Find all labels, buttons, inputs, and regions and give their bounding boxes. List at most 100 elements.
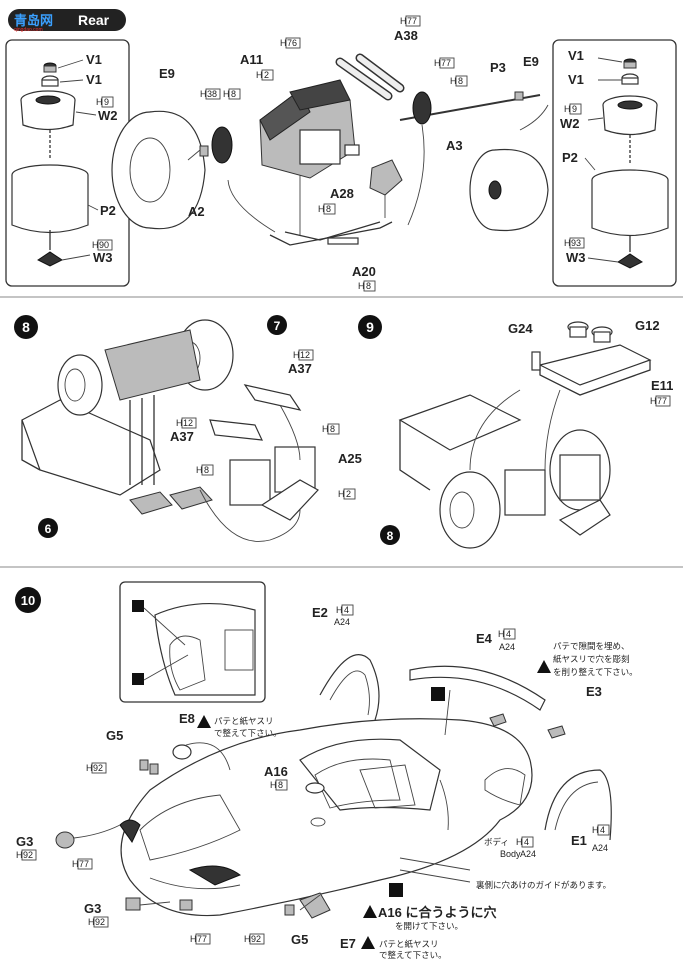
g5-part-bottom: [284, 904, 295, 916]
label-e8: E8: [179, 711, 195, 726]
h-prefix-e4: H: [498, 629, 505, 639]
headlight-left: [119, 819, 141, 843]
radiator-left: [229, 459, 271, 506]
brand-logo: 青岛网: [14, 13, 53, 29]
drill-icon: [431, 687, 445, 701]
a37-strut-upper: [243, 384, 302, 411]
label-body-jp: ボディ: [484, 837, 509, 848]
h-prefix-a2-1: H: [200, 89, 207, 99]
radiator-left: [504, 469, 546, 516]
code-a25-1: 8: [330, 424, 335, 434]
code-a11: 2: [264, 70, 269, 80]
label-e1: E1: [571, 833, 587, 848]
h-prefix-a3-2: H: [450, 76, 457, 86]
code-a2-1: 38: [207, 89, 217, 99]
step-number: 8: [22, 319, 30, 335]
h-prefix-a38: H: [400, 16, 407, 26]
ref-badge-7: [267, 315, 287, 335]
label-p3: P3: [490, 60, 506, 75]
code-e11: 77: [657, 396, 667, 406]
label-g5-top: G5: [106, 728, 123, 743]
label-v1a-left: V1: [86, 52, 102, 67]
label-w3-right: W3: [566, 250, 586, 265]
h-prefix-w3-right: H: [564, 238, 571, 248]
left-upright: [211, 126, 233, 164]
cabin: [299, 738, 441, 811]
step-number: 9: [366, 319, 374, 335]
label-e7: E7: [340, 936, 356, 951]
label-a28: A28: [330, 186, 354, 201]
nut-icon: [37, 251, 63, 267]
step-number: 10: [21, 593, 35, 608]
bushing-icon: [514, 91, 524, 101]
code-a2-2: 8: [231, 89, 236, 99]
h-prefix-g3-lower: H: [88, 917, 95, 927]
a28-part: [369, 159, 403, 196]
note-a16-line2: を開けて下さい。: [395, 922, 463, 932]
code-e2: 4: [344, 605, 349, 615]
left-tire: [57, 354, 103, 416]
e8-part: [172, 744, 192, 760]
label-a37a: A37: [288, 361, 312, 376]
note-e4-line3: を削り整えて下さい。: [553, 667, 638, 678]
label-a11: A11: [240, 52, 263, 67]
code-a20: 8: [366, 281, 371, 291]
step-number-badge: [15, 587, 41, 613]
note-e7-line1: パテと紙ヤスリ: [379, 939, 439, 950]
alt-e1: A24: [592, 843, 608, 853]
code-w2-right: 9: [572, 104, 577, 114]
linkage-rod: [269, 221, 393, 246]
label-w3-left: W3: [93, 250, 113, 265]
chassis-drawing-9: [398, 321, 652, 549]
label-v1b-left: V1: [86, 72, 102, 87]
chassis-floor: [398, 394, 522, 451]
a37-strut-lower: [209, 419, 263, 441]
code-g5-top: 92: [93, 763, 103, 773]
label-a25: A25: [338, 451, 362, 466]
label-a3: A3: [446, 138, 463, 153]
h-prefix-a20: H: [358, 281, 365, 291]
chassis-floor: [21, 399, 161, 496]
g3-part-lower: [125, 897, 141, 911]
nut-icon: [617, 253, 643, 269]
h-prefix-a37a: H: [293, 350, 300, 360]
code-a25-2: 8: [204, 465, 209, 475]
code-w3-right: 93: [571, 238, 581, 248]
step-number-badge: [14, 315, 38, 339]
h-prefix-w2-left: H: [96, 97, 103, 107]
a16-cap: [305, 782, 325, 794]
warning-icon: [537, 660, 551, 673]
code-a16: 8: [278, 780, 283, 790]
alt-e2: A24: [334, 617, 350, 627]
step10-labels: E2 H 4 A24 E4 H 4 A24 パテで隙間を埋め、 紙ヤスリで穴を彫…: [16, 604, 638, 960]
code-a37b: 12: [183, 418, 193, 428]
h-prefix-w2-right: H: [564, 104, 571, 114]
ref-number-7: 7: [274, 319, 281, 333]
car-body: [119, 718, 533, 919]
label-a16: A16: [264, 764, 288, 779]
light-part: [179, 899, 193, 911]
note-e7-line2: で整えて下さい。: [379, 950, 447, 960]
ref-number-6: 6: [45, 522, 52, 536]
hood-vent: [139, 794, 241, 861]
code-engine: 76: [287, 38, 297, 48]
tool-icon: [132, 600, 144, 612]
h-prefix-a16: H: [270, 780, 277, 790]
step9: 9 8 G24 G12 E11 H 77: [358, 315, 673, 549]
label-w2-right: W2: [560, 116, 580, 131]
h-prefix-a28-1: H: [318, 204, 325, 214]
foot-part: [129, 491, 173, 515]
code-77-left: 77: [79, 859, 89, 869]
note-e4-line1: パテで隙間を埋め、: [553, 641, 630, 652]
a25-frame: [260, 479, 319, 521]
header-bar: [8, 9, 126, 31]
code-body: 4: [524, 837, 529, 847]
right-wheel-box: [552, 39, 677, 287]
g5-part-top: [139, 759, 149, 771]
rear-arch: [484, 768, 526, 806]
e7-part: [299, 892, 331, 919]
rear-subframe: [104, 329, 201, 401]
step10: 10: [15, 581, 612, 949]
label-a37b: A37: [170, 429, 194, 444]
alt-body: A24: [520, 849, 536, 859]
